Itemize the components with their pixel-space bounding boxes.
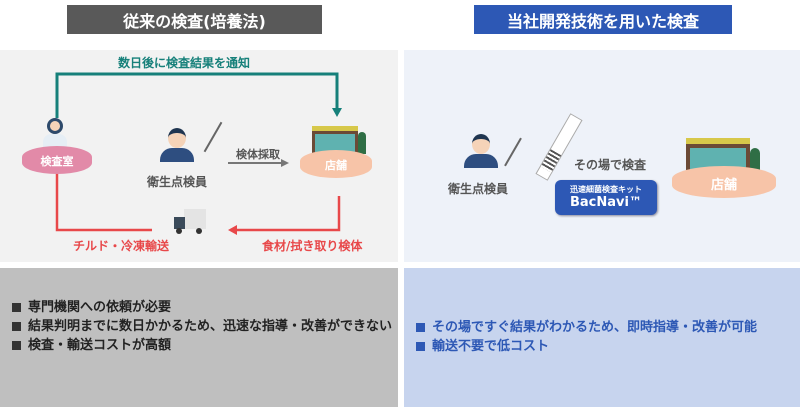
tree-icon <box>750 148 760 176</box>
inspector-label: 衛生点検員 <box>147 175 208 189</box>
conventional-issues: 専門機関への依頼が必要 結果判明までに数日かかるため、迅速な指導・改善ができない… <box>0 268 398 407</box>
bullet-icon <box>12 341 21 350</box>
lab-technician-icon <box>43 118 67 152</box>
benefit-item: その場ですぐ結果がわかるため、即時指導・改善が可能 <box>416 318 800 337</box>
transport-label: チルド・冷凍輸送 <box>73 239 170 253</box>
inspector-label: 衛生点検員 <box>448 182 509 196</box>
issue-item: 検査・輸送コストが高額 <box>12 336 398 355</box>
notify-label: 数日後に検査結果を通知 <box>118 56 251 70</box>
issue-text: 結果判明までに数日かかるため、迅速な指導・改善ができない <box>28 319 393 334</box>
bullet-icon <box>12 322 21 331</box>
samples-label: 食材/拭き取り検体 <box>262 239 363 253</box>
lab-pedestal: 検査室 <box>22 146 92 174</box>
new-tech-header: 当社開発技術を用いた検査 <box>474 5 732 34</box>
bullet-icon <box>416 342 425 351</box>
new-tech-benefits: その場ですぐ結果がわかるため、即時指導・改善が可能 輸送不要で低コスト <box>404 268 800 407</box>
bullet-icon <box>416 323 425 332</box>
conventional-diagram: 数日後に検査結果を通知 検査室 衛生点検員 検体採取 店舗 チルド・冷凍輸送 食… <box>0 50 398 262</box>
lab-label: 検査室 <box>40 155 74 168</box>
swab-icon <box>504 137 522 167</box>
bullet-icon <box>12 303 21 312</box>
kit-subtitle: 迅速細菌検査キット <box>570 185 642 194</box>
bacnavi-badge: 迅速細菌検査キット BacNavi™ <box>555 180 657 215</box>
onsite-label: その場で検査 <box>574 158 647 172</box>
store-label: 店舗 <box>710 178 737 193</box>
truck-icon <box>174 209 206 235</box>
issue-text: 検査・輸送コストが高額 <box>28 338 172 353</box>
sampling-label: 検体採取 <box>236 148 280 161</box>
benefit-text: その場ですぐ結果がわかるため、即時指導・改善が可能 <box>432 320 758 335</box>
issue-item: 結果判明までに数日かかるため、迅速な指導・改善ができない <box>12 317 398 336</box>
inspector-icon <box>160 128 194 164</box>
store-pedestal: 店舗 <box>672 166 776 198</box>
store-pedestal: 店舗 <box>300 150 372 178</box>
store-label: 店舗 <box>325 159 347 172</box>
kit-name: BacNavi™ <box>570 195 642 210</box>
conventional-header: 従来の検査(培養法) <box>67 5 322 34</box>
issue-item: 専門機関への依頼が必要 <box>12 298 398 317</box>
benefit-item: 輸送不要で低コスト <box>416 337 800 356</box>
benefit-text: 輸送不要で低コスト <box>432 339 550 354</box>
tree-icon <box>358 132 366 154</box>
issue-text: 専門機関への依頼が必要 <box>28 300 172 315</box>
inspector-icon <box>464 134 498 170</box>
flow-arrows <box>52 72 342 235</box>
new-tech-diagram: 衛生点検員 その場で検査 迅速細菌検査キット BacNavi™ 店舗 <box>404 50 800 262</box>
